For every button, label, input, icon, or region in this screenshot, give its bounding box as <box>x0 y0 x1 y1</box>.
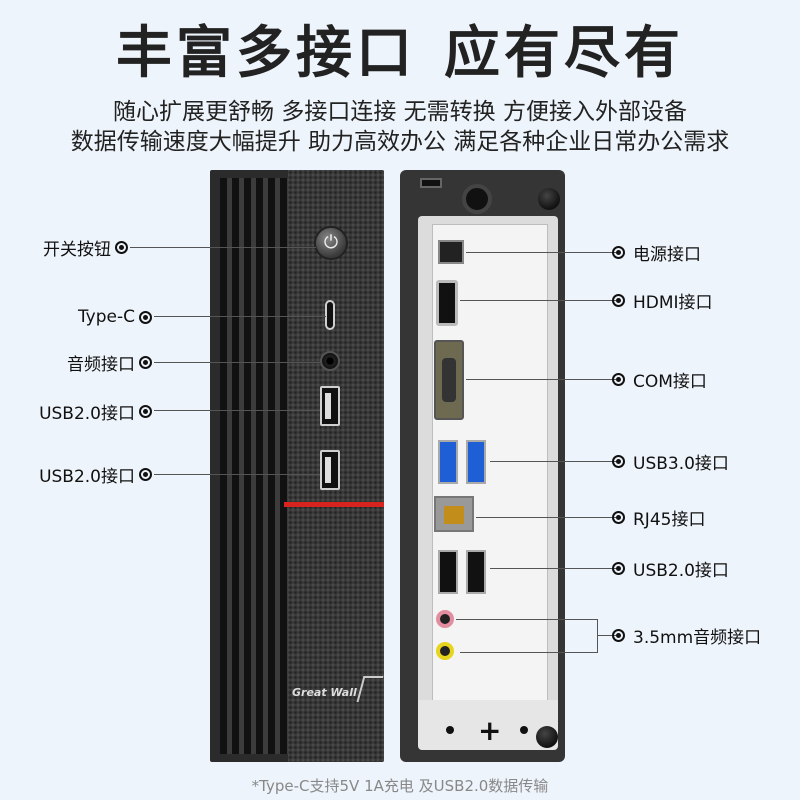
plus-mark: + <box>478 714 502 747</box>
usb-port-front-1-icon <box>320 386 340 426</box>
page-title: 丰富多接口应有尽有 <box>0 8 800 89</box>
pointer-dot-icon <box>139 467 152 481</box>
line-jack-icon <box>436 642 454 660</box>
audio-jack-icon <box>320 351 340 371</box>
leader-line <box>490 461 618 462</box>
pointer-dot-icon <box>139 310 152 324</box>
label-audio: 音频接口 <box>67 351 152 375</box>
pointer-dot-icon <box>139 355 152 369</box>
front-vent-slats <box>220 178 288 754</box>
screw-hole-left <box>446 726 454 734</box>
leader-line <box>130 247 316 248</box>
usb3-port-1-icon <box>438 440 458 484</box>
red-accent-stripe <box>284 502 384 507</box>
leader-line <box>460 652 598 653</box>
mic-jack-icon <box>436 610 454 628</box>
label-rj45: RJ45接口 <box>612 506 705 530</box>
dc-power-port-icon <box>438 240 464 264</box>
title-left: 丰富多接口 <box>116 21 416 86</box>
leader-line <box>154 362 320 363</box>
leader-line <box>490 568 618 569</box>
leader-line <box>466 252 618 253</box>
pointer-dot-icon <box>612 510 625 524</box>
leader-bracket <box>597 619 598 653</box>
label-typec: Type-C <box>78 306 152 328</box>
screw-top-icon <box>538 188 560 210</box>
com-port-icon <box>434 340 464 420</box>
footnote: *Type-C支持5V 1A充电 及USB2.0数据传输 <box>251 777 549 795</box>
brand-logo: Great Wall <box>292 686 357 699</box>
leader-line <box>466 379 618 380</box>
screw-hole-right <box>520 726 528 734</box>
usb2-rear-port-2-icon <box>466 550 486 594</box>
pointer-dot-icon <box>612 561 625 575</box>
title-right: 应有尽有 <box>444 21 684 86</box>
pointer-dot-icon <box>612 293 625 307</box>
rj45-port-icon <box>434 496 474 532</box>
leader-line <box>154 410 320 411</box>
typec-port-icon <box>325 300 335 330</box>
leader-line <box>154 316 326 317</box>
pointer-dot-icon <box>612 628 625 642</box>
leader-line <box>456 619 598 620</box>
front-panel-image: ⏻ Great Wall <box>210 170 384 762</box>
usb3-port-2-icon <box>466 440 486 484</box>
label-rear-power: 电源接口 <box>612 241 701 265</box>
label-usb-front-1: USB2.0接口 <box>39 400 152 424</box>
label-power-button: 开关按钮 <box>43 236 128 260</box>
label-com: COM接口 <box>612 368 707 392</box>
usb-port-front-2-icon <box>320 450 340 490</box>
subtitle-line-1: 随心扩展更舒畅 多接口连接 无需转换 方便接入外部设备 <box>113 99 687 125</box>
usb2-rear-port-1-icon <box>438 550 458 594</box>
label-audio-rear: 3.5mm音频接口 <box>612 624 761 648</box>
subtitle-line-2: 数据传输速度大幅提升 助力高效办公 满足各种企业日常办公需求 <box>70 129 730 155</box>
pointer-dot-icon <box>139 404 152 418</box>
leader-line <box>460 300 618 301</box>
rear-small-slot <box>420 178 442 188</box>
leader-line <box>154 474 320 475</box>
pointer-dot-icon <box>115 240 128 254</box>
screw-bottom-icon <box>536 726 558 748</box>
rear-panel-image: + <box>400 170 565 762</box>
leader-line <box>476 517 618 518</box>
hdmi-port-icon <box>436 280 458 326</box>
label-usb3: USB3.0接口 <box>612 450 729 474</box>
pointer-dot-icon <box>612 454 625 468</box>
leader-line <box>597 635 618 636</box>
power-button-icon: ⏻ <box>314 226 348 260</box>
pointer-dot-icon <box>612 245 625 259</box>
pointer-dot-icon <box>612 372 625 386</box>
label-usb-front-2: USB2.0接口 <box>39 463 152 487</box>
rear-foot-plate <box>418 700 558 750</box>
label-usb2-rear: USB2.0接口 <box>612 557 729 581</box>
label-hdmi: HDMI接口 <box>612 289 713 313</box>
rear-vent-hole <box>462 184 492 214</box>
